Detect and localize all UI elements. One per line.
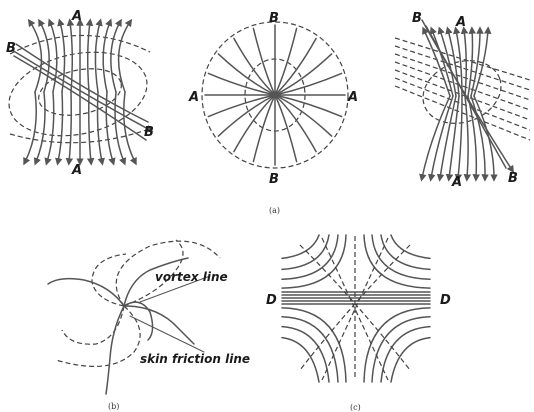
- panel-b-diagram: [47, 239, 221, 395]
- panel-a-left-lower-b-label: B: [144, 125, 154, 140]
- panel-a-middle-bottom-label: B: [269, 172, 279, 187]
- saddle-line: [281, 234, 320, 260]
- panel-c-left-d-label: D: [266, 293, 277, 308]
- streamline: [123, 91, 137, 166]
- radial-line: [274, 27, 298, 96]
- streamline: [445, 26, 460, 97]
- streamline: [94, 18, 103, 93]
- saddle-line: [281, 234, 339, 281]
- dashed-line: [394, 37, 531, 81]
- streamline: [55, 91, 64, 166]
- saddle-line: [281, 315, 339, 383]
- panel-c-caption: (c): [350, 403, 361, 412]
- streamline: [44, 91, 55, 166]
- radial-line: [252, 94, 276, 163]
- radial-line: [274, 94, 343, 118]
- panel-a-right-bottom-label: A: [451, 175, 462, 190]
- streamline: [470, 26, 484, 97]
- streamline: [27, 18, 43, 93]
- streamline: [419, 95, 451, 182]
- panel-b-caption: (b): [108, 402, 119, 411]
- streamline: [454, 95, 463, 182]
- streamline: [110, 18, 122, 93]
- streamline: [437, 26, 457, 97]
- streamline: [66, 18, 75, 93]
- radial-line: [217, 94, 276, 137]
- panel-a-right-lower-b-label: B: [508, 171, 518, 186]
- panel-a-left-upper-b-label: B: [6, 41, 16, 56]
- panel-c-diagram: [281, 234, 431, 383]
- saddle-line: [281, 336, 320, 383]
- panel-a-left-diagram: [8, 18, 154, 166]
- radial-line: [217, 53, 276, 96]
- saddle-line: [281, 307, 347, 383]
- panel-a-left-top-label: A: [71, 9, 82, 24]
- radial-line: [274, 94, 317, 153]
- radial-line: [207, 94, 276, 118]
- radial-line: [233, 94, 276, 153]
- panel-a-caption: (a): [269, 206, 280, 215]
- panel-a-middle-right-label: A: [347, 90, 358, 105]
- panel-a-right-upper-b-label: B: [412, 11, 422, 26]
- streamline: [473, 26, 492, 97]
- saddle-line: [390, 336, 431, 383]
- saddle-line: [371, 315, 431, 383]
- saddle-line: [281, 234, 330, 271]
- streamline: [470, 95, 489, 182]
- saddle-line: [281, 325, 330, 383]
- streamline: [96, 91, 105, 166]
- dashed-line: [321, 237, 389, 381]
- streamline: [429, 26, 454, 97]
- panel-a-middle-diagram: [201, 21, 349, 169]
- streamline: [436, 95, 457, 182]
- streamline: [460, 26, 469, 97]
- streamline: [38, 18, 50, 93]
- panel-a-middle-top-label: B: [269, 11, 279, 26]
- streamline: [65, 91, 74, 166]
- radial-line: [274, 53, 333, 96]
- streamline: [102, 18, 113, 93]
- saddle-line: [380, 325, 431, 383]
- streamline: [445, 95, 460, 182]
- skin-friction-line-label: skin friction line: [140, 352, 250, 366]
- streamline: [23, 91, 37, 166]
- streamline: [85, 18, 94, 93]
- radial-line: [207, 72, 276, 96]
- streamline: [117, 18, 133, 93]
- streamline: [467, 26, 476, 97]
- radial-line: [252, 27, 276, 96]
- streamline: [114, 91, 127, 166]
- panel-a-right-diagram: [394, 19, 531, 182]
- streamline: [427, 95, 454, 182]
- panel-a-right-top-label: A: [455, 15, 466, 30]
- dashed-line: [299, 244, 411, 371]
- panel-c-right-d-label: D: [440, 293, 451, 308]
- panel-a-middle-left-label: A: [188, 90, 199, 105]
- saddle-line: [371, 234, 431, 281]
- dashed-line: [321, 237, 389, 381]
- saddle-line: [390, 234, 431, 260]
- radial-line: [274, 94, 298, 163]
- radial-line: [233, 37, 276, 96]
- streamline: [86, 91, 95, 166]
- streamline: [33, 91, 46, 166]
- saddle-line: [363, 307, 431, 383]
- radial-line: [274, 72, 343, 96]
- streamline: [463, 95, 472, 182]
- vortex-line-label: vortex line: [155, 270, 228, 284]
- panel-a-left-bottom-label: A: [71, 163, 82, 178]
- streamline: [422, 26, 451, 97]
- streamline: [47, 18, 58, 93]
- radial-line: [274, 37, 317, 96]
- radial-line: [274, 94, 333, 137]
